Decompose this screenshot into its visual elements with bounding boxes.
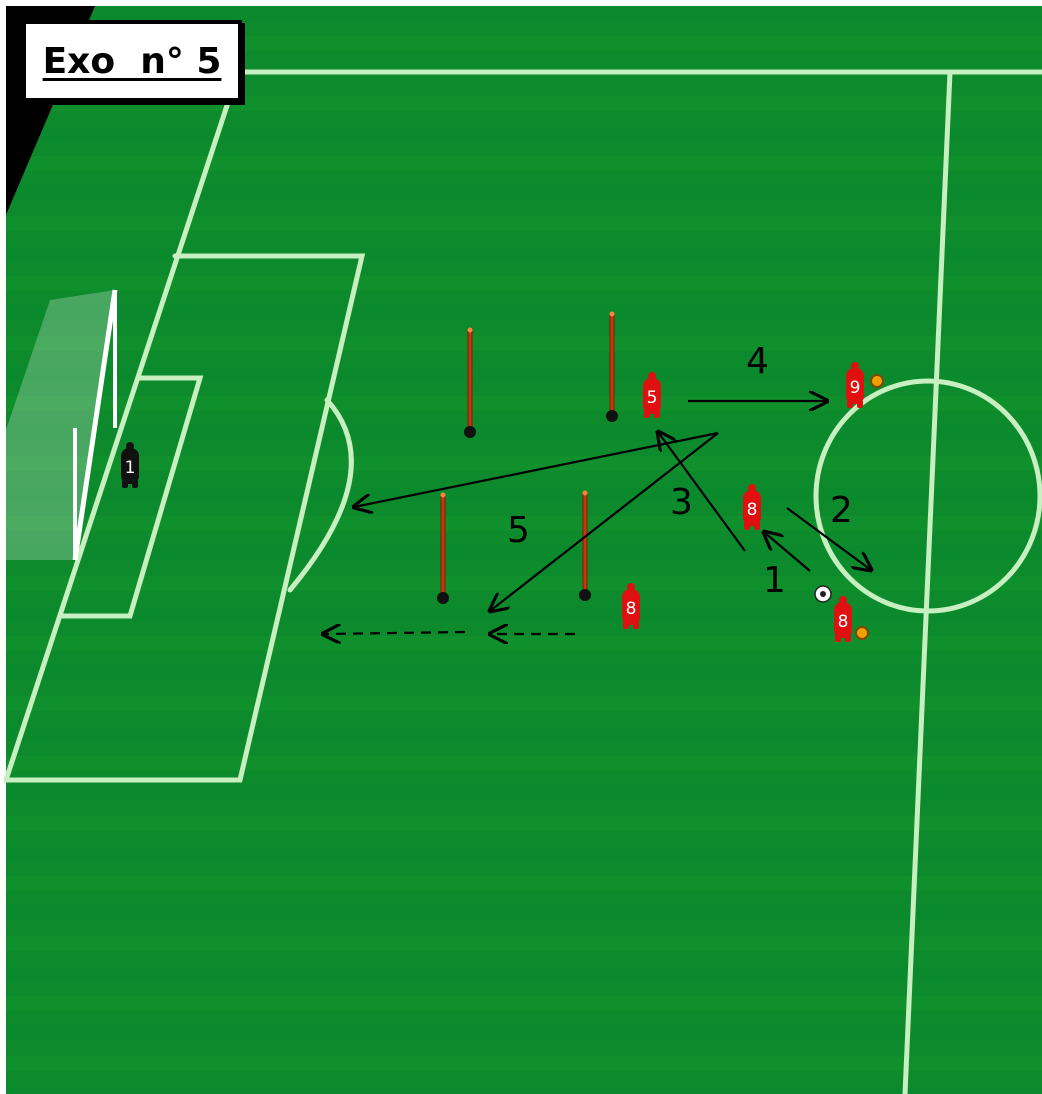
soccer-ball-icon — [815, 586, 831, 602]
step-label-3: 3 — [670, 485, 693, 521]
player-number: 8 — [747, 500, 758, 520]
player-number: 1 — [125, 458, 136, 478]
step-label-1: 1 — [763, 563, 786, 599]
player-number: 8 — [626, 599, 637, 619]
cone-icon — [856, 627, 868, 639]
exercise-title-box: Exo n° 5 — [22, 20, 242, 102]
step-label-5: 5 — [507, 513, 530, 549]
step-label-2: 2 — [830, 493, 853, 529]
step-label-4: 4 — [746, 344, 769, 380]
player-number: 5 — [647, 388, 658, 408]
cone-icon — [871, 375, 883, 387]
exercise-title: Exo n° 5 — [43, 41, 222, 82]
player-number: 9 — [850, 378, 861, 398]
player-number: 8 — [838, 612, 849, 632]
